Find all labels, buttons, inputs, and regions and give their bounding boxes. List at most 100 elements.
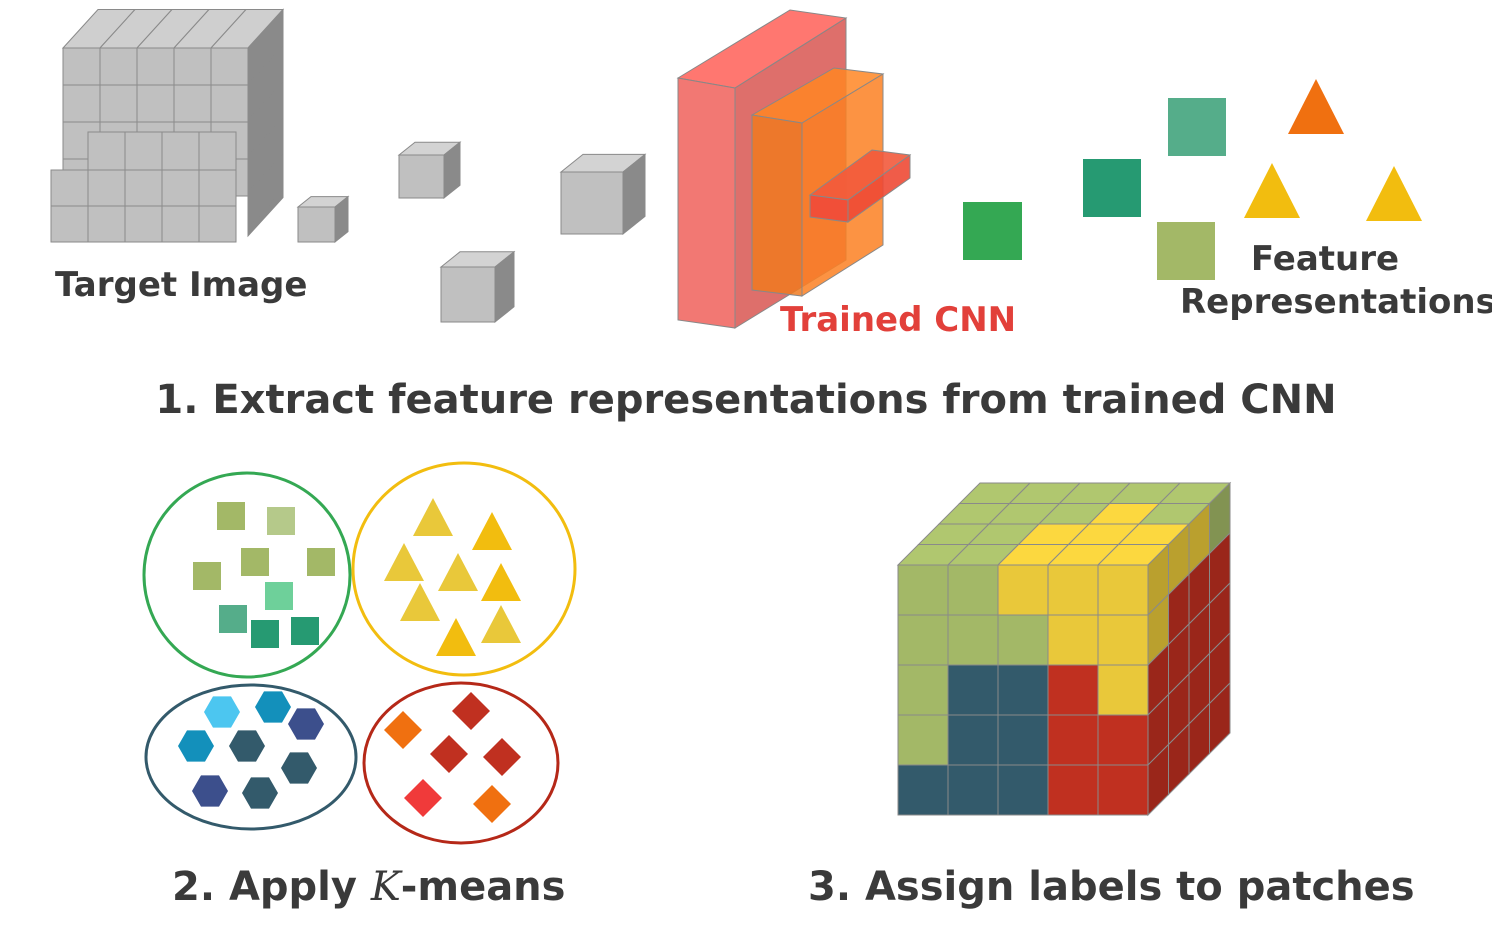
cluster-hexagon-blue bbox=[178, 730, 214, 762]
target-back-cell bbox=[136, 84, 175, 123]
cnn-layer3-front bbox=[809, 194, 849, 223]
step2-prefix: 2. Apply bbox=[172, 864, 371, 910]
front-patch-dark_teal bbox=[947, 714, 999, 766]
cluster-hexagon-cyan bbox=[204, 696, 240, 728]
cluster-hexagon-dark_teal bbox=[281, 752, 317, 784]
patch-mid-bottom-front bbox=[440, 266, 496, 323]
cluster-hexagon-blue bbox=[255, 691, 291, 723]
front-patch-dark_teal bbox=[947, 664, 999, 716]
feature-square-green bbox=[963, 202, 1022, 260]
cluster-triangle-yellow bbox=[481, 563, 521, 601]
front-patch-yellow_soft bbox=[1047, 564, 1099, 616]
cluster-square-olive bbox=[193, 562, 221, 590]
front-patch-dark_teal bbox=[997, 664, 1049, 716]
target-front-cell bbox=[50, 169, 89, 207]
cluster-navy-ring bbox=[144, 683, 358, 831]
target-front-cell bbox=[198, 169, 237, 207]
feature-triangle-orange bbox=[1288, 79, 1344, 134]
target-back-cell bbox=[136, 47, 175, 86]
cluster-diamond-orange bbox=[384, 711, 422, 749]
labeled-patch-cube bbox=[896, 481, 1232, 817]
front-patch-olive bbox=[897, 714, 949, 766]
feature-triangle-yellow-1 bbox=[1244, 163, 1300, 218]
patch-mid-top-front bbox=[398, 154, 445, 199]
cluster-diamond-bright_red bbox=[404, 779, 442, 817]
target-side-line bbox=[247, 45, 284, 85]
target-front-cell bbox=[198, 205, 237, 243]
step2-k-variable: K bbox=[370, 864, 401, 910]
front-patch-red bbox=[1047, 664, 1099, 716]
step2-caption: 2. Apply K-means bbox=[172, 867, 565, 907]
target-front-cell bbox=[87, 169, 126, 207]
cluster-diamond-red bbox=[483, 738, 521, 776]
cluster-triangle-yellow bbox=[436, 618, 476, 656]
cluster-square-light_olive bbox=[267, 507, 295, 535]
image-patches bbox=[296, 141, 647, 324]
cluster-triangle-yellow_soft bbox=[400, 583, 440, 621]
cluster-square-teal bbox=[291, 617, 319, 645]
feature-square-sea-green bbox=[1168, 98, 1226, 156]
cluster-triangle-yellow_soft bbox=[413, 498, 453, 536]
cluster-diamond-orange bbox=[473, 785, 511, 823]
front-patch-red bbox=[1047, 714, 1099, 766]
cnn-layer1-front bbox=[677, 77, 736, 329]
feature-square-teal bbox=[1083, 159, 1141, 217]
cluster-triangle-yellow_soft bbox=[438, 553, 478, 591]
feature-representations-label: Feature Representations bbox=[1180, 238, 1492, 323]
cnn-layer2-front bbox=[751, 114, 803, 297]
target-back-cell bbox=[62, 47, 101, 86]
target-back-cell bbox=[210, 84, 249, 123]
front-patch-olive bbox=[897, 614, 949, 666]
cluster-square-olive bbox=[307, 548, 335, 576]
side-patch-red bbox=[1209, 681, 1231, 755]
front-patch-olive bbox=[947, 564, 999, 616]
front-patch-dark_teal bbox=[997, 764, 1049, 816]
front-patch-olive bbox=[947, 614, 999, 666]
cluster-diamond-red bbox=[430, 735, 468, 773]
front-patch-dark_teal bbox=[997, 714, 1049, 766]
cluster-square-teal bbox=[251, 620, 279, 648]
kmeans-clusters bbox=[142, 461, 577, 845]
target-step-cell bbox=[124, 131, 163, 171]
feature-triangle-yellow-2 bbox=[1366, 166, 1422, 221]
target-step-cell bbox=[161, 131, 200, 171]
cluster-triangle-yellow_soft bbox=[481, 605, 521, 643]
front-patch-red bbox=[1047, 764, 1099, 816]
target-image-label: Target Image bbox=[55, 265, 308, 305]
front-patch-olive bbox=[897, 664, 949, 716]
front-patch-dark_teal bbox=[897, 764, 949, 816]
trained-cnn-blocks bbox=[676, 9, 912, 329]
front-patch-yellow_soft bbox=[1097, 614, 1149, 666]
target-back-cell bbox=[210, 47, 249, 86]
feature-label-line1: Feature bbox=[1250, 239, 1400, 279]
target-back-cell bbox=[99, 47, 138, 86]
target-image-cube bbox=[50, 8, 285, 243]
target-front-cell bbox=[87, 205, 126, 243]
target-front-cell bbox=[124, 169, 163, 207]
trained-cnn-label: Trained CNN bbox=[780, 300, 1017, 340]
front-patch-red bbox=[1097, 764, 1149, 816]
target-side-line bbox=[247, 81, 284, 121]
cluster-triangle-yellow_soft bbox=[384, 543, 424, 581]
target-front-cell bbox=[161, 205, 200, 243]
cluster-hexagon-dark_teal bbox=[229, 730, 265, 762]
feature-square-olive bbox=[1157, 222, 1215, 280]
cluster-hexagon-navy bbox=[192, 775, 228, 807]
cluster-diamond-red bbox=[452, 692, 490, 730]
step1-caption: 1. Extract feature representations from … bbox=[155, 377, 1337, 423]
feature-representations bbox=[963, 79, 1422, 280]
target-front-cell bbox=[50, 205, 89, 243]
cluster-yellow-ring bbox=[351, 461, 577, 677]
target-back-cell bbox=[173, 47, 212, 86]
target-back-cell bbox=[173, 84, 212, 123]
front-patch-olive bbox=[897, 564, 949, 616]
target-back-cell bbox=[62, 84, 101, 123]
front-patch-olive bbox=[997, 614, 1049, 666]
feature-label-line2: Representations bbox=[1180, 281, 1492, 322]
target-step-cell bbox=[198, 131, 237, 171]
front-patch-dark_teal bbox=[947, 764, 999, 816]
cluster-triangle-yellow bbox=[472, 512, 512, 550]
target-side-line bbox=[247, 117, 284, 157]
front-patch-yellow_soft bbox=[1097, 664, 1149, 716]
